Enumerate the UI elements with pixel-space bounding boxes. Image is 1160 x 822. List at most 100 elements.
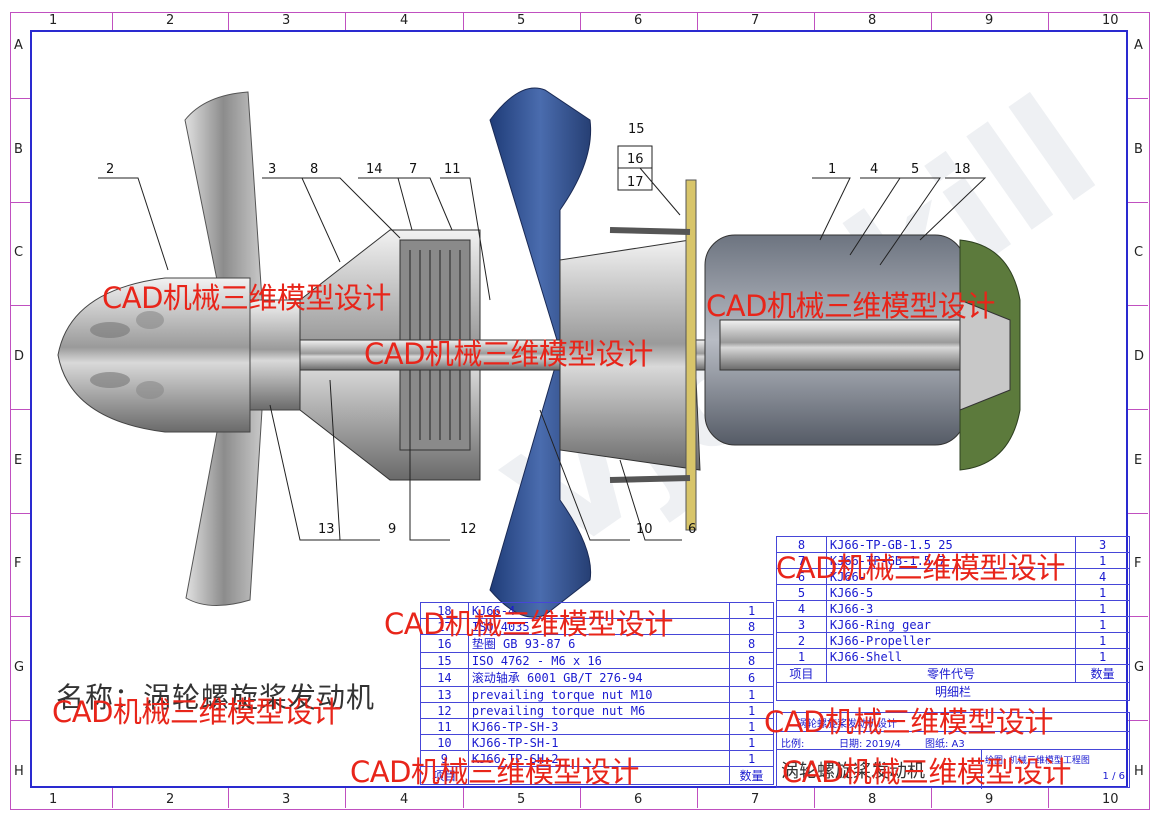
bom-cell-code: prevailing torque nut M10 xyxy=(467,686,731,703)
bom-cell-code: KJ66- xyxy=(825,568,1077,585)
callout-10: 10 xyxy=(636,522,653,537)
zone-row-label: A xyxy=(1134,38,1143,53)
zone-tick xyxy=(813,12,815,30)
zone-col-label: 3 xyxy=(282,13,291,28)
zone-tick xyxy=(579,12,581,30)
bom-cell-qty: 1 xyxy=(729,686,774,703)
bom-right-header-code: 零件代号 xyxy=(825,664,1077,683)
title-block: 涡轮螺旋桨发动机设计 比例: 日期: 2019/4 图纸: A3 涡轮螺旋桨发动… xyxy=(776,712,1130,789)
bom-cell-qty: 1 xyxy=(729,702,774,719)
zone-tick xyxy=(228,788,229,808)
zone-row-label: C xyxy=(1134,245,1144,260)
bom-cell-item: 10 xyxy=(420,734,469,751)
zone-tick xyxy=(10,616,30,617)
zone-tick xyxy=(10,305,30,306)
bom-cell-code: ISO 4035 xyxy=(467,618,731,635)
bom-cell-code: KJ66-Shell xyxy=(825,648,1077,665)
bom-cell-qty: 4 xyxy=(1075,568,1130,585)
inner-frame xyxy=(30,30,1128,788)
zone-col-label: 9 xyxy=(985,13,994,28)
callout-15: 15 xyxy=(628,122,645,137)
zone-tick xyxy=(579,788,581,808)
callout-1: 1 xyxy=(828,162,837,177)
callout-11: 11 xyxy=(444,162,461,177)
bom-cell-item: 5 xyxy=(776,584,827,601)
bom-cell-qty: 1 xyxy=(1075,632,1130,649)
drawing-name-label: 名称： xyxy=(56,681,144,714)
bom-cell-code: KJ66-Ring gear xyxy=(825,616,1077,633)
zone-row-label: B xyxy=(1134,142,1143,157)
zone-col-label: 5 xyxy=(517,792,526,807)
zone-tick xyxy=(1128,409,1148,410)
title-block-project: 涡轮螺旋桨发动机 xyxy=(781,761,925,782)
zone-col-label: 2 xyxy=(166,792,175,807)
zone-row-label: H xyxy=(14,764,24,779)
bom-cell-code: prevailing torque nut M6 xyxy=(467,702,731,719)
bom-cell-item: 11 xyxy=(420,718,469,735)
bom-cell-qty: 1 xyxy=(729,602,774,619)
callout-18: 18 xyxy=(954,162,971,177)
bom-cell-code: KJ66-5 xyxy=(825,584,1077,601)
zone-tick xyxy=(1128,720,1148,721)
title-block-line1: 涡轮螺旋桨发动机设计 xyxy=(797,719,897,730)
bom-cell-qty: 1 xyxy=(729,750,774,767)
zone-tick xyxy=(111,788,113,808)
title-block-sheet: 图纸: A3 xyxy=(925,739,965,750)
zone-col-label: 3 xyxy=(282,792,291,807)
zone-col-label: 9 xyxy=(985,792,994,807)
callout-14: 14 xyxy=(366,162,383,177)
bom-cell-item: 2 xyxy=(776,632,827,649)
bom-cell-code: KJ66-Propeller xyxy=(825,632,1077,649)
callout-2: 2 xyxy=(106,162,115,177)
zone-col-label: 2 xyxy=(166,13,175,28)
drawing-title: 名称：涡轮螺旋桨发动机 xyxy=(56,676,375,716)
zone-tick xyxy=(1128,201,1148,203)
bom-cell-qty: 1 xyxy=(1075,552,1130,569)
callout-13: 13 xyxy=(318,522,335,537)
zone-row-label: D xyxy=(14,349,25,364)
zone-tick xyxy=(111,12,113,30)
watermark: CAD机械三维模型设计 xyxy=(350,755,639,789)
title-block-scale: 比例: xyxy=(781,739,805,750)
bom-cell-item: 13 xyxy=(420,686,469,703)
title-block-date: 日期: 2019/4 xyxy=(839,739,901,750)
bom-cell-qty: 1 xyxy=(1075,616,1130,633)
callout-3: 3 xyxy=(268,162,277,177)
zone-tick xyxy=(1047,788,1049,808)
zone-tick xyxy=(813,788,815,808)
zone-tick xyxy=(10,512,30,514)
zone-col-label: 4 xyxy=(400,13,409,28)
zone-col-label: 6 xyxy=(634,13,643,28)
bom-cell-qty: 1 xyxy=(1075,584,1130,601)
watermark: CAD机械三维模型设计 xyxy=(384,607,673,641)
zone-col-label: 1 xyxy=(49,13,58,28)
zone-row-label: D xyxy=(1134,349,1145,364)
watermark: CAD机械三维模型设计 xyxy=(764,705,1053,739)
bom-cell-item: 3 xyxy=(776,616,827,633)
watermark: CAD机械三维模型设计 xyxy=(52,695,341,729)
bom-left-header-qty: 数量 xyxy=(729,766,774,785)
zone-row-label: A xyxy=(14,38,23,53)
zone-row-label: E xyxy=(14,453,23,468)
zone-row-label: B xyxy=(14,142,23,157)
callout-17: 17 xyxy=(627,175,644,190)
watermark: CAD机械三维模型设计 xyxy=(706,289,995,323)
zone-tick xyxy=(1047,12,1049,30)
zone-tick xyxy=(10,409,30,410)
callout-16: 16 xyxy=(627,152,644,167)
bom-cell-code: KJ66-TP-SH-3 xyxy=(467,718,731,735)
bom-cell-qty: 1 xyxy=(1075,648,1130,665)
